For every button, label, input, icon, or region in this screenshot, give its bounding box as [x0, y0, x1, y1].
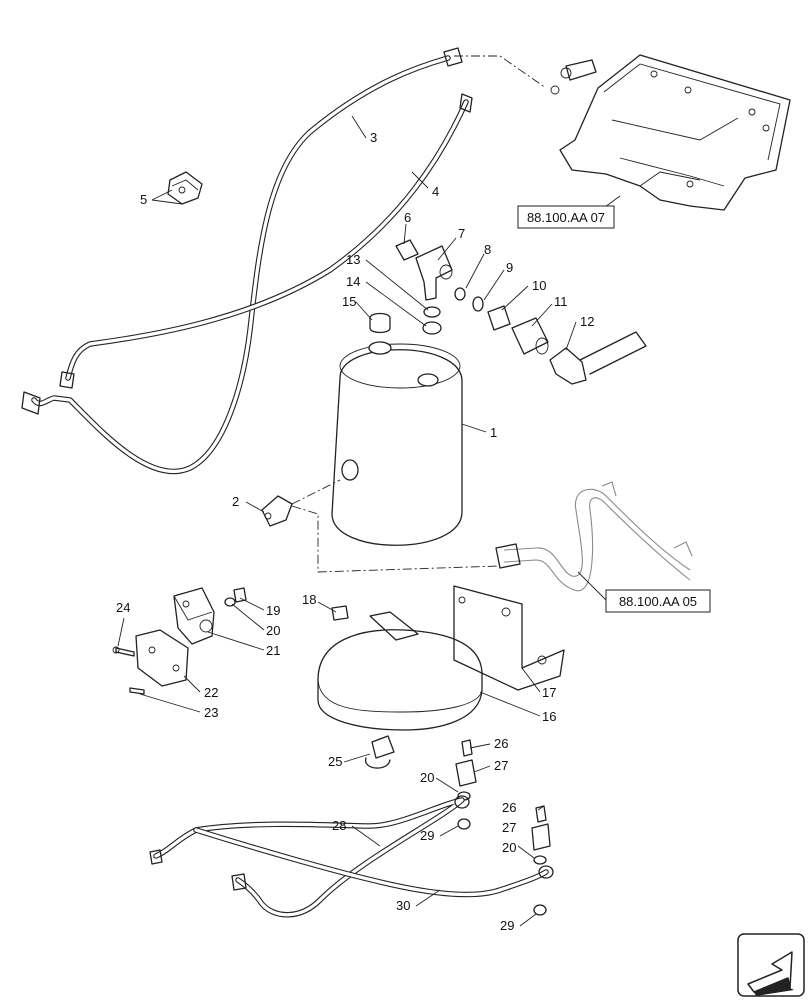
pipe-4	[59, 93, 473, 389]
callout-30: 30	[396, 898, 410, 913]
hose-30	[193, 795, 554, 898]
bolt-18	[331, 605, 349, 621]
callout-27a: 27	[494, 758, 508, 773]
connection-line	[291, 479, 341, 505]
valve-block-21	[173, 587, 215, 645]
screw-23	[129, 687, 145, 695]
callout-17: 17	[542, 685, 556, 700]
seal-8	[454, 287, 466, 301]
callout-3: 3	[370, 130, 377, 145]
bolt-24	[112, 646, 135, 657]
callout-13: 13	[346, 252, 360, 267]
fitting-6	[395, 239, 419, 261]
drain-valve-2	[261, 495, 293, 527]
callout-26b: 26	[502, 800, 516, 815]
callout-29b: 29	[500, 918, 514, 933]
callout-9: 9	[506, 260, 513, 275]
pipe-3	[21, 47, 463, 475]
washer-13	[423, 306, 441, 318]
seal-29-lower	[533, 904, 547, 916]
bracket-22	[135, 629, 189, 687]
air-tank-1	[331, 341, 463, 546]
callout-20a: 20	[266, 623, 280, 638]
callout-22: 22	[204, 685, 218, 700]
callout-19: 19	[266, 603, 280, 618]
callout-15: 15	[342, 294, 356, 309]
callout-5: 5	[140, 192, 147, 207]
washer-14	[422, 321, 442, 335]
leader-lines	[117, 115, 621, 927]
support-bracket-17	[453, 585, 565, 691]
connection-line	[454, 55, 547, 89]
callout-24: 24	[116, 600, 130, 615]
callout-14: 14	[346, 274, 360, 289]
seal-20-upper	[224, 597, 236, 607]
fitting-26-upper	[461, 739, 473, 757]
banjo-bolt-27-upper	[455, 759, 477, 787]
reference-box-88-100-aa-05[interactable]: 88.100.AA 05	[605, 589, 711, 613]
tee-fitting-7	[415, 245, 453, 301]
callout-23: 23	[204, 705, 218, 720]
callout-1: 1	[490, 425, 497, 440]
hose-28	[149, 797, 465, 918]
seal-29-upper	[457, 818, 471, 830]
fitting-26-lower	[535, 805, 547, 823]
switch-5	[167, 171, 203, 205]
plug-15	[369, 312, 391, 334]
callout-20b: 20	[420, 770, 434, 785]
callout-21: 21	[266, 643, 280, 658]
reference-box-88-100-aa-07[interactable]: 88.100.AA 07	[517, 205, 615, 229]
tank-strap-16	[317, 611, 483, 731]
callout-2: 2	[232, 494, 239, 509]
callouts: 1 2 3 4 5 6 7 8 9 10 11 12 13 14 15 16 1…	[116, 130, 594, 933]
seal-20-lower	[533, 855, 547, 865]
callout-26a: 26	[494, 736, 508, 751]
callout-18: 18	[302, 592, 316, 607]
fitting-19	[233, 587, 247, 603]
arrow-navigation-icon[interactable]	[737, 933, 805, 997]
callout-7: 7	[458, 226, 465, 241]
pipe-88-100-aa-05	[495, 481, 693, 592]
callout-28: 28	[332, 818, 346, 833]
callout-10: 10	[532, 278, 546, 293]
banjo-bolt-27-lower	[531, 823, 551, 851]
connection-line	[291, 505, 501, 573]
callout-20c: 20	[502, 840, 516, 855]
drain-valve-25	[365, 735, 395, 769]
callout-12: 12	[580, 314, 594, 329]
seal-9	[472, 296, 484, 312]
callout-29a: 29	[420, 828, 434, 843]
callout-11: 11	[554, 294, 568, 309]
callout-6: 6	[404, 210, 411, 225]
callout-25: 25	[328, 754, 342, 769]
adapter-10	[487, 305, 511, 331]
callout-27b: 27	[502, 820, 516, 835]
frame-bracket	[550, 54, 791, 211]
callout-8: 8	[484, 242, 491, 257]
connector-12	[549, 331, 647, 385]
callout-4: 4	[432, 184, 439, 199]
reference-label: 88.100.AA 05	[619, 594, 697, 609]
sensor-11	[511, 317, 549, 355]
reference-label: 88.100.AA 07	[527, 210, 605, 225]
callout-16: 16	[542, 709, 556, 724]
